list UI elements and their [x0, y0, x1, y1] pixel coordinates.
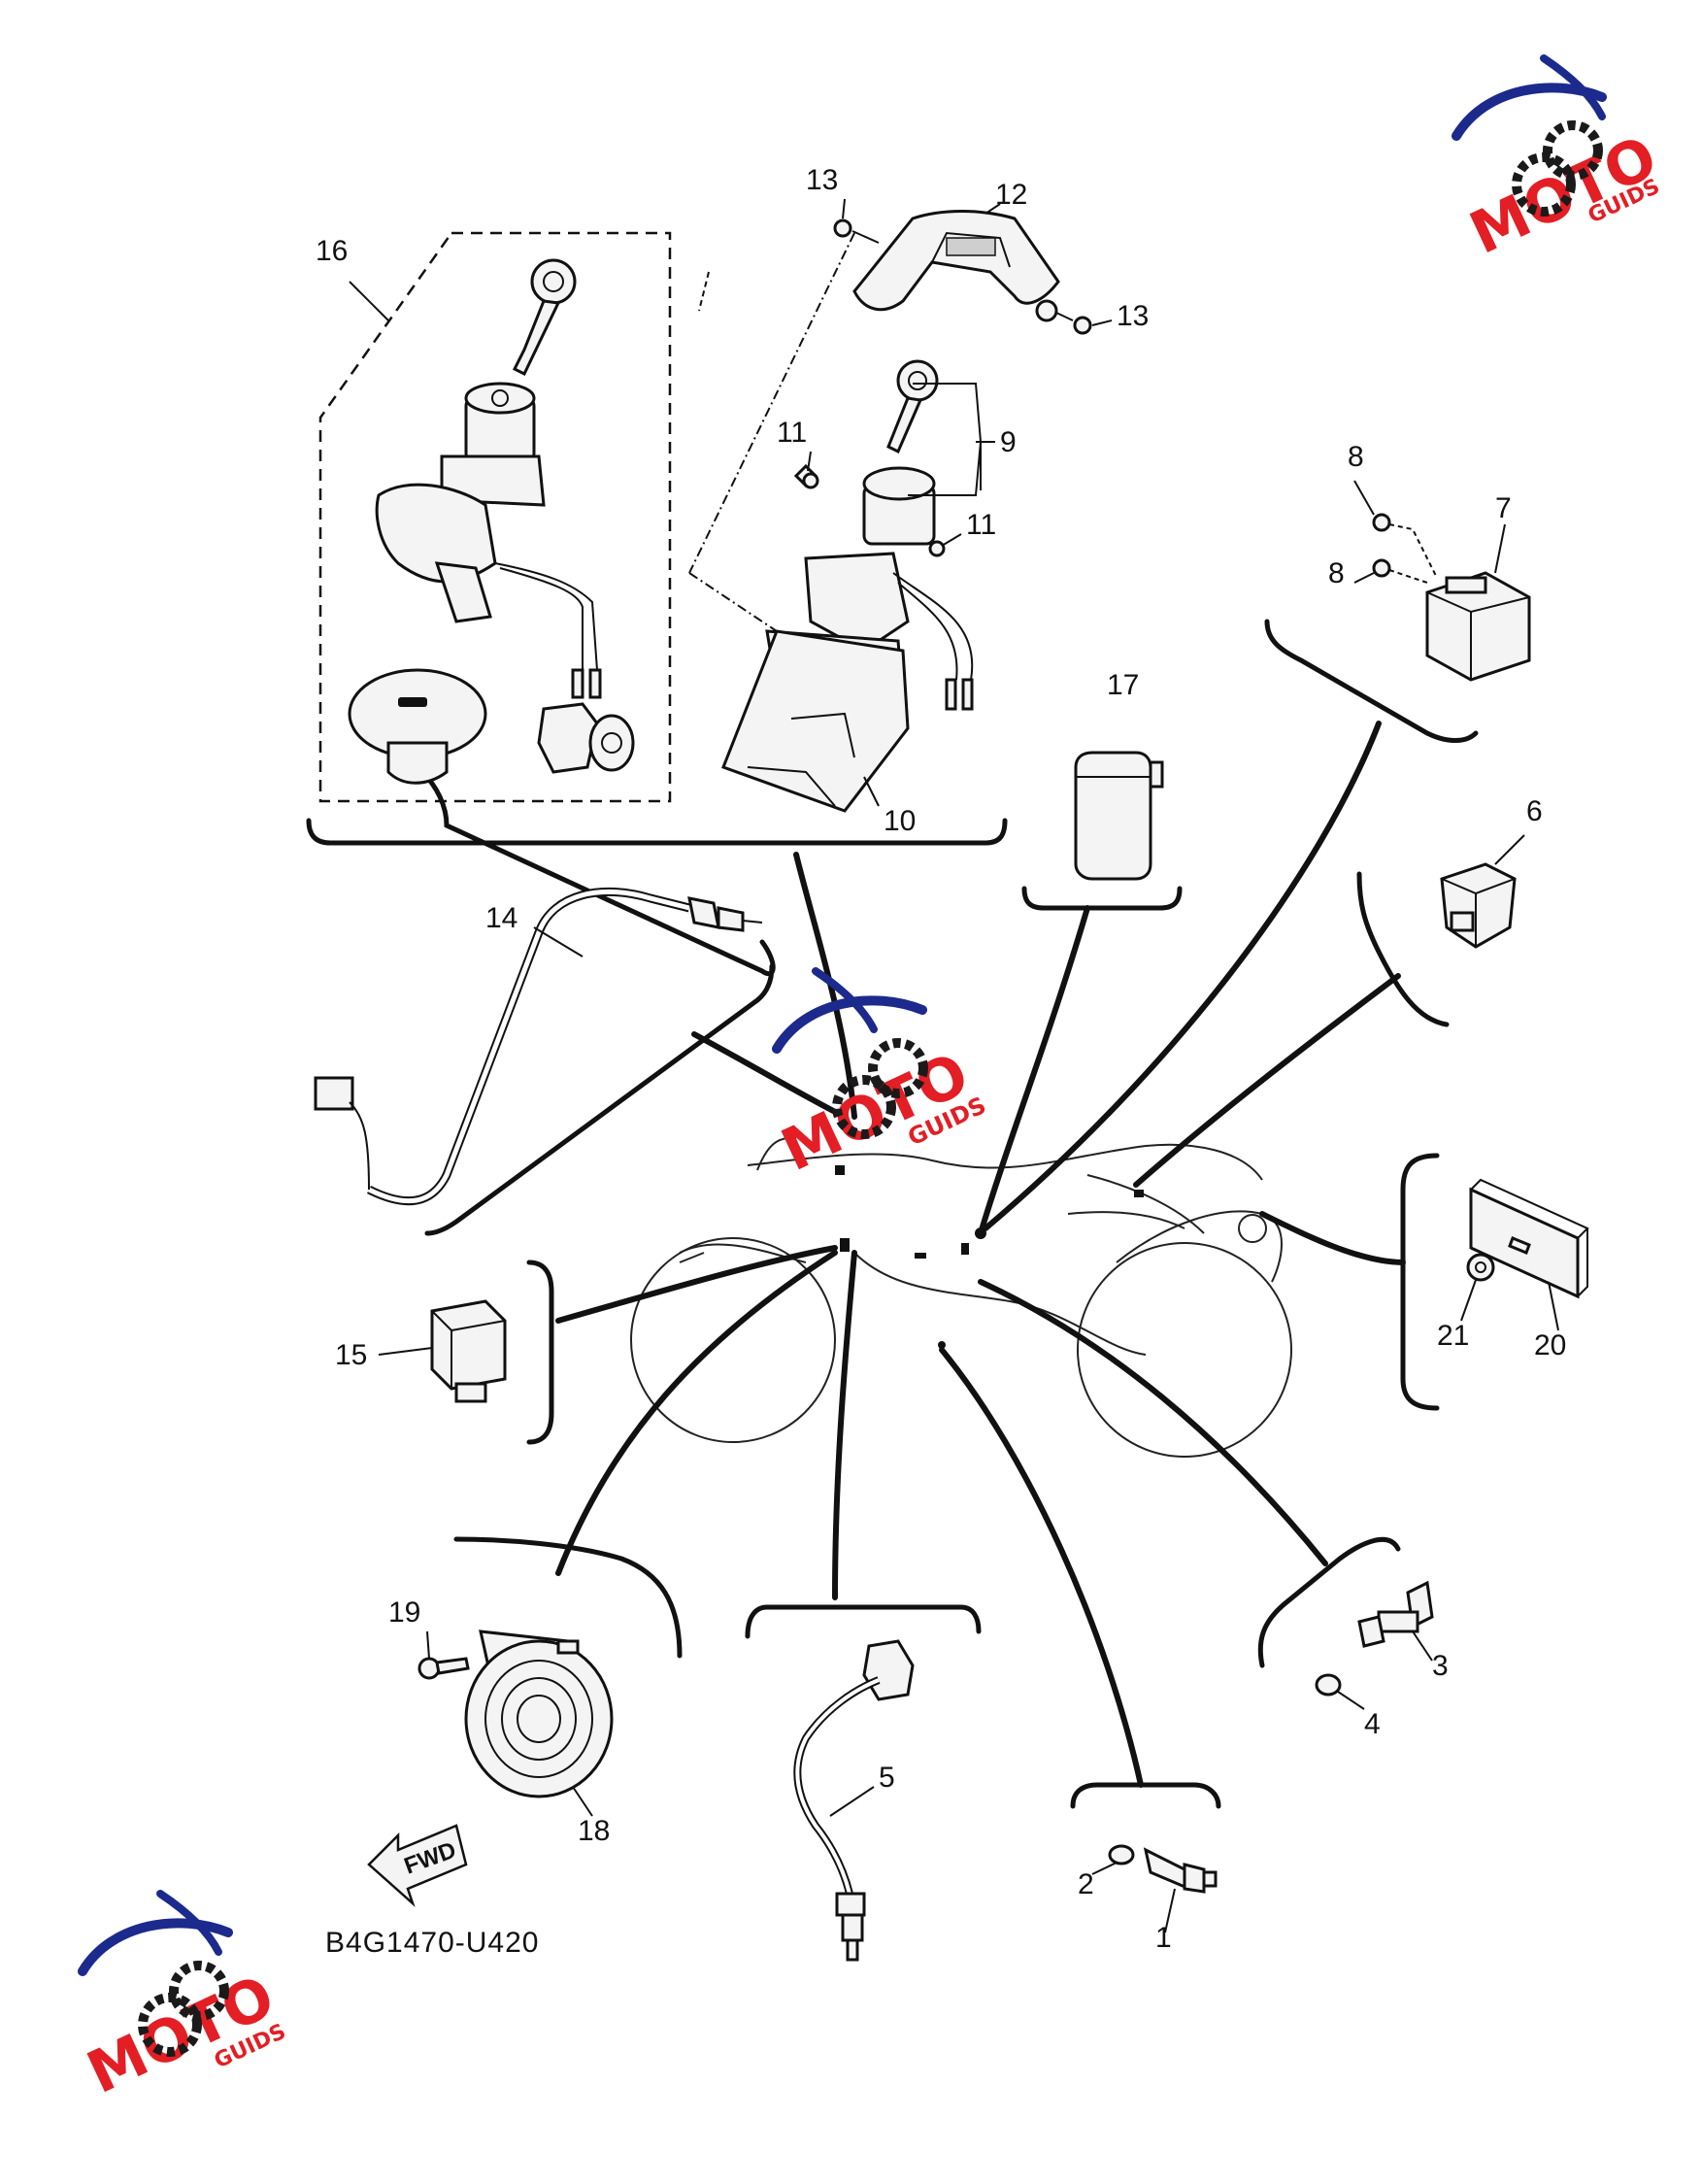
callout-15: 15	[335, 1339, 367, 1371]
forward-arrow-icon: FWD	[367, 1824, 468, 1908]
moto-guids-logo-bottom-left: MOTO GUIDS	[78, 1890, 289, 2107]
callout-1: 1	[1155, 1922, 1172, 1954]
sensor-cable-14	[314, 887, 763, 1206]
callout-labels: 1 2 3 4 5 6 7 8 8 9 10 11 11 12 13 13 14…	[316, 164, 1566, 1954]
group-brackets	[306, 619, 1479, 1809]
handlebar-cover-12	[833, 210, 1092, 335]
callout-17: 17	[1107, 669, 1139, 701]
moto-guids-logo-center: MOTO GUIDS	[772, 967, 990, 1185]
callout-11-left: 11	[777, 417, 807, 449]
callout-14: 14	[485, 902, 517, 934]
callout-8-bottom: 8	[1328, 557, 1345, 589]
o2-sensor-5	[793, 1639, 915, 1962]
moto-guids-logo-top-right: MOTO GUIDS	[1452, 54, 1667, 268]
relay-17	[1074, 751, 1164, 881]
callout-7: 7	[1495, 492, 1512, 524]
connector-marker	[915, 1253, 926, 1259]
callout-6: 6	[1526, 795, 1543, 827]
relay-15	[430, 1299, 507, 1403]
connector-marker	[840, 1238, 850, 1252]
sensor-3	[1315, 1580, 1434, 1697]
kit-box-16	[318, 231, 672, 803]
connector-marker	[1134, 1190, 1144, 1197]
ignition-kit-16	[348, 258, 635, 785]
relay-7	[1372, 513, 1531, 682]
callout-8-top: 8	[1348, 441, 1364, 473]
callout-18: 18	[578, 1815, 610, 1847]
horn-18	[417, 1630, 614, 1798]
reflector-20	[1466, 1178, 1589, 1299]
callout-13-right: 13	[1117, 300, 1149, 332]
callout-19: 19	[388, 1596, 420, 1629]
relay-6	[1440, 862, 1517, 949]
sensor-1	[1108, 1844, 1218, 1894]
callout-4: 4	[1364, 1708, 1381, 1740]
callout-9: 9	[1000, 426, 1017, 458]
connector-marker	[938, 1341, 946, 1349]
callout-10: 10	[884, 805, 916, 837]
ignition-switch-assembly	[721, 359, 974, 813]
connector-marker	[835, 1165, 845, 1175]
callout-13-left: 13	[806, 164, 838, 196]
callout-11-right: 11	[966, 509, 996, 541]
motorcycle-outline	[630, 1136, 1292, 1458]
callout-2: 2	[1078, 1868, 1094, 1900]
callout-20: 20	[1534, 1329, 1566, 1361]
leader-lines	[378, 198, 1559, 1933]
connector-marker	[961, 1243, 969, 1255]
callout-3: 3	[1432, 1650, 1449, 1682]
diagram-code: B4G1470-U420	[325, 1927, 539, 1959]
callout-5: 5	[879, 1762, 895, 1794]
callout-16: 16	[316, 235, 348, 267]
callout-21: 21	[1437, 1320, 1469, 1352]
callout-12: 12	[995, 179, 1027, 211]
